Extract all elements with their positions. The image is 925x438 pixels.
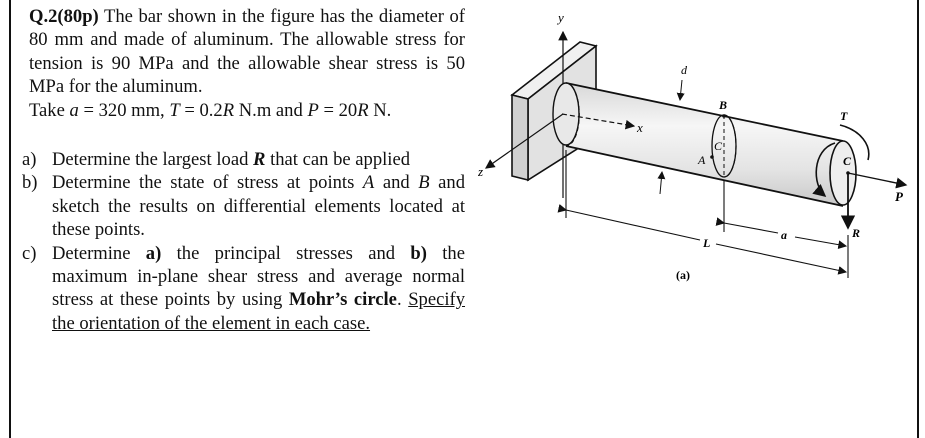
question-list: a) Determine the largest load R that can… bbox=[22, 148, 465, 335]
sym-T: T bbox=[169, 99, 180, 121]
bar-figure: y x z d B A C T C P R bbox=[478, 10, 908, 282]
question-text: and bbox=[374, 172, 419, 194]
load-R: R bbox=[253, 149, 266, 170]
unit-P: N. bbox=[368, 99, 392, 121]
question-a: a) Determine the largest load R that can… bbox=[22, 148, 465, 171]
C-end-label: C bbox=[843, 154, 852, 168]
d-label: d bbox=[681, 63, 688, 77]
intro-sentence-2: The allowable stress for tension is 90 M… bbox=[29, 29, 465, 98]
sym-a: a bbox=[69, 99, 79, 121]
question-text: Determine the largest load bbox=[52, 149, 254, 170]
x-label: x bbox=[636, 120, 643, 135]
figure-caption: (a) bbox=[676, 268, 690, 282]
problem-statement: Q.2(80p) The bar shown in the figure has… bbox=[29, 5, 465, 122]
unit-T: N.m and bbox=[234, 99, 308, 121]
val-P: = 20 bbox=[318, 99, 358, 121]
intro-sentence-1: The bar shown in the figure has the diam… bbox=[29, 6, 465, 51]
problem-label: Q.2(80p) bbox=[29, 6, 99, 27]
question-text: that can be applied bbox=[265, 149, 410, 170]
diameter-arrow-bottom bbox=[657, 171, 666, 195]
question-text: and sketch the results on differential e… bbox=[52, 172, 466, 241]
C-mid-label: C bbox=[714, 139, 723, 153]
B-label: B bbox=[718, 98, 727, 112]
P-arrow bbox=[847, 172, 908, 189]
question-text: . bbox=[396, 289, 409, 311]
dimension-lines bbox=[557, 150, 849, 278]
sym-R-T: R bbox=[222, 99, 235, 121]
point-A: A bbox=[362, 172, 375, 194]
question-text: the principal stresses and bbox=[161, 242, 411, 264]
sym-P: P bbox=[307, 99, 319, 121]
orientation-instruction: Specify the orientation of the element i… bbox=[52, 289, 466, 334]
page-frame bbox=[9, 0, 919, 438]
y-label: y bbox=[556, 10, 564, 25]
L-label: L bbox=[702, 236, 710, 250]
question-text: the maximum in-plane shear stress and av… bbox=[52, 242, 465, 311]
torque-arc bbox=[839, 124, 870, 161]
question-text: Determine the state of stress at points bbox=[52, 172, 363, 194]
given-prefix: Take bbox=[29, 99, 70, 121]
question-marker: c) bbox=[22, 242, 37, 264]
torque-arrow bbox=[812, 142, 836, 198]
subpart-a: a) bbox=[145, 242, 162, 264]
question-b: b) Determine the state of stress at poin… bbox=[22, 171, 465, 241]
A-label: A bbox=[697, 153, 706, 167]
question-text: Determine bbox=[52, 242, 146, 264]
problem-intro: Q.2(80p) The bar shown in the figure has… bbox=[29, 5, 465, 122]
z-axis bbox=[485, 113, 564, 169]
val-T: = 0.2 bbox=[179, 99, 223, 121]
z-label: z bbox=[478, 164, 483, 179]
given-values: Take a = 320 mm, T = 0.2R N.m and P = 20… bbox=[29, 100, 391, 121]
mohrs-circle: Mohr’s circle bbox=[288, 289, 397, 311]
P-label: P bbox=[895, 189, 904, 204]
subpart-b: b) bbox=[410, 242, 427, 264]
bar-body bbox=[552, 82, 857, 207]
val-a: = 320 mm, bbox=[78, 99, 170, 121]
question-marker: a) bbox=[22, 149, 37, 170]
question-marker: b) bbox=[22, 172, 38, 194]
a-label: a bbox=[781, 228, 787, 242]
diameter-arrow-top bbox=[676, 79, 685, 101]
x-axis bbox=[561, 113, 636, 130]
section-AB bbox=[710, 114, 737, 178]
R-label: R bbox=[851, 226, 860, 240]
sym-R-P: R bbox=[357, 99, 369, 121]
question-c: c) Determine a) the principal stresses a… bbox=[22, 242, 465, 336]
T-label: T bbox=[840, 109, 848, 123]
point-B: B bbox=[418, 172, 430, 194]
